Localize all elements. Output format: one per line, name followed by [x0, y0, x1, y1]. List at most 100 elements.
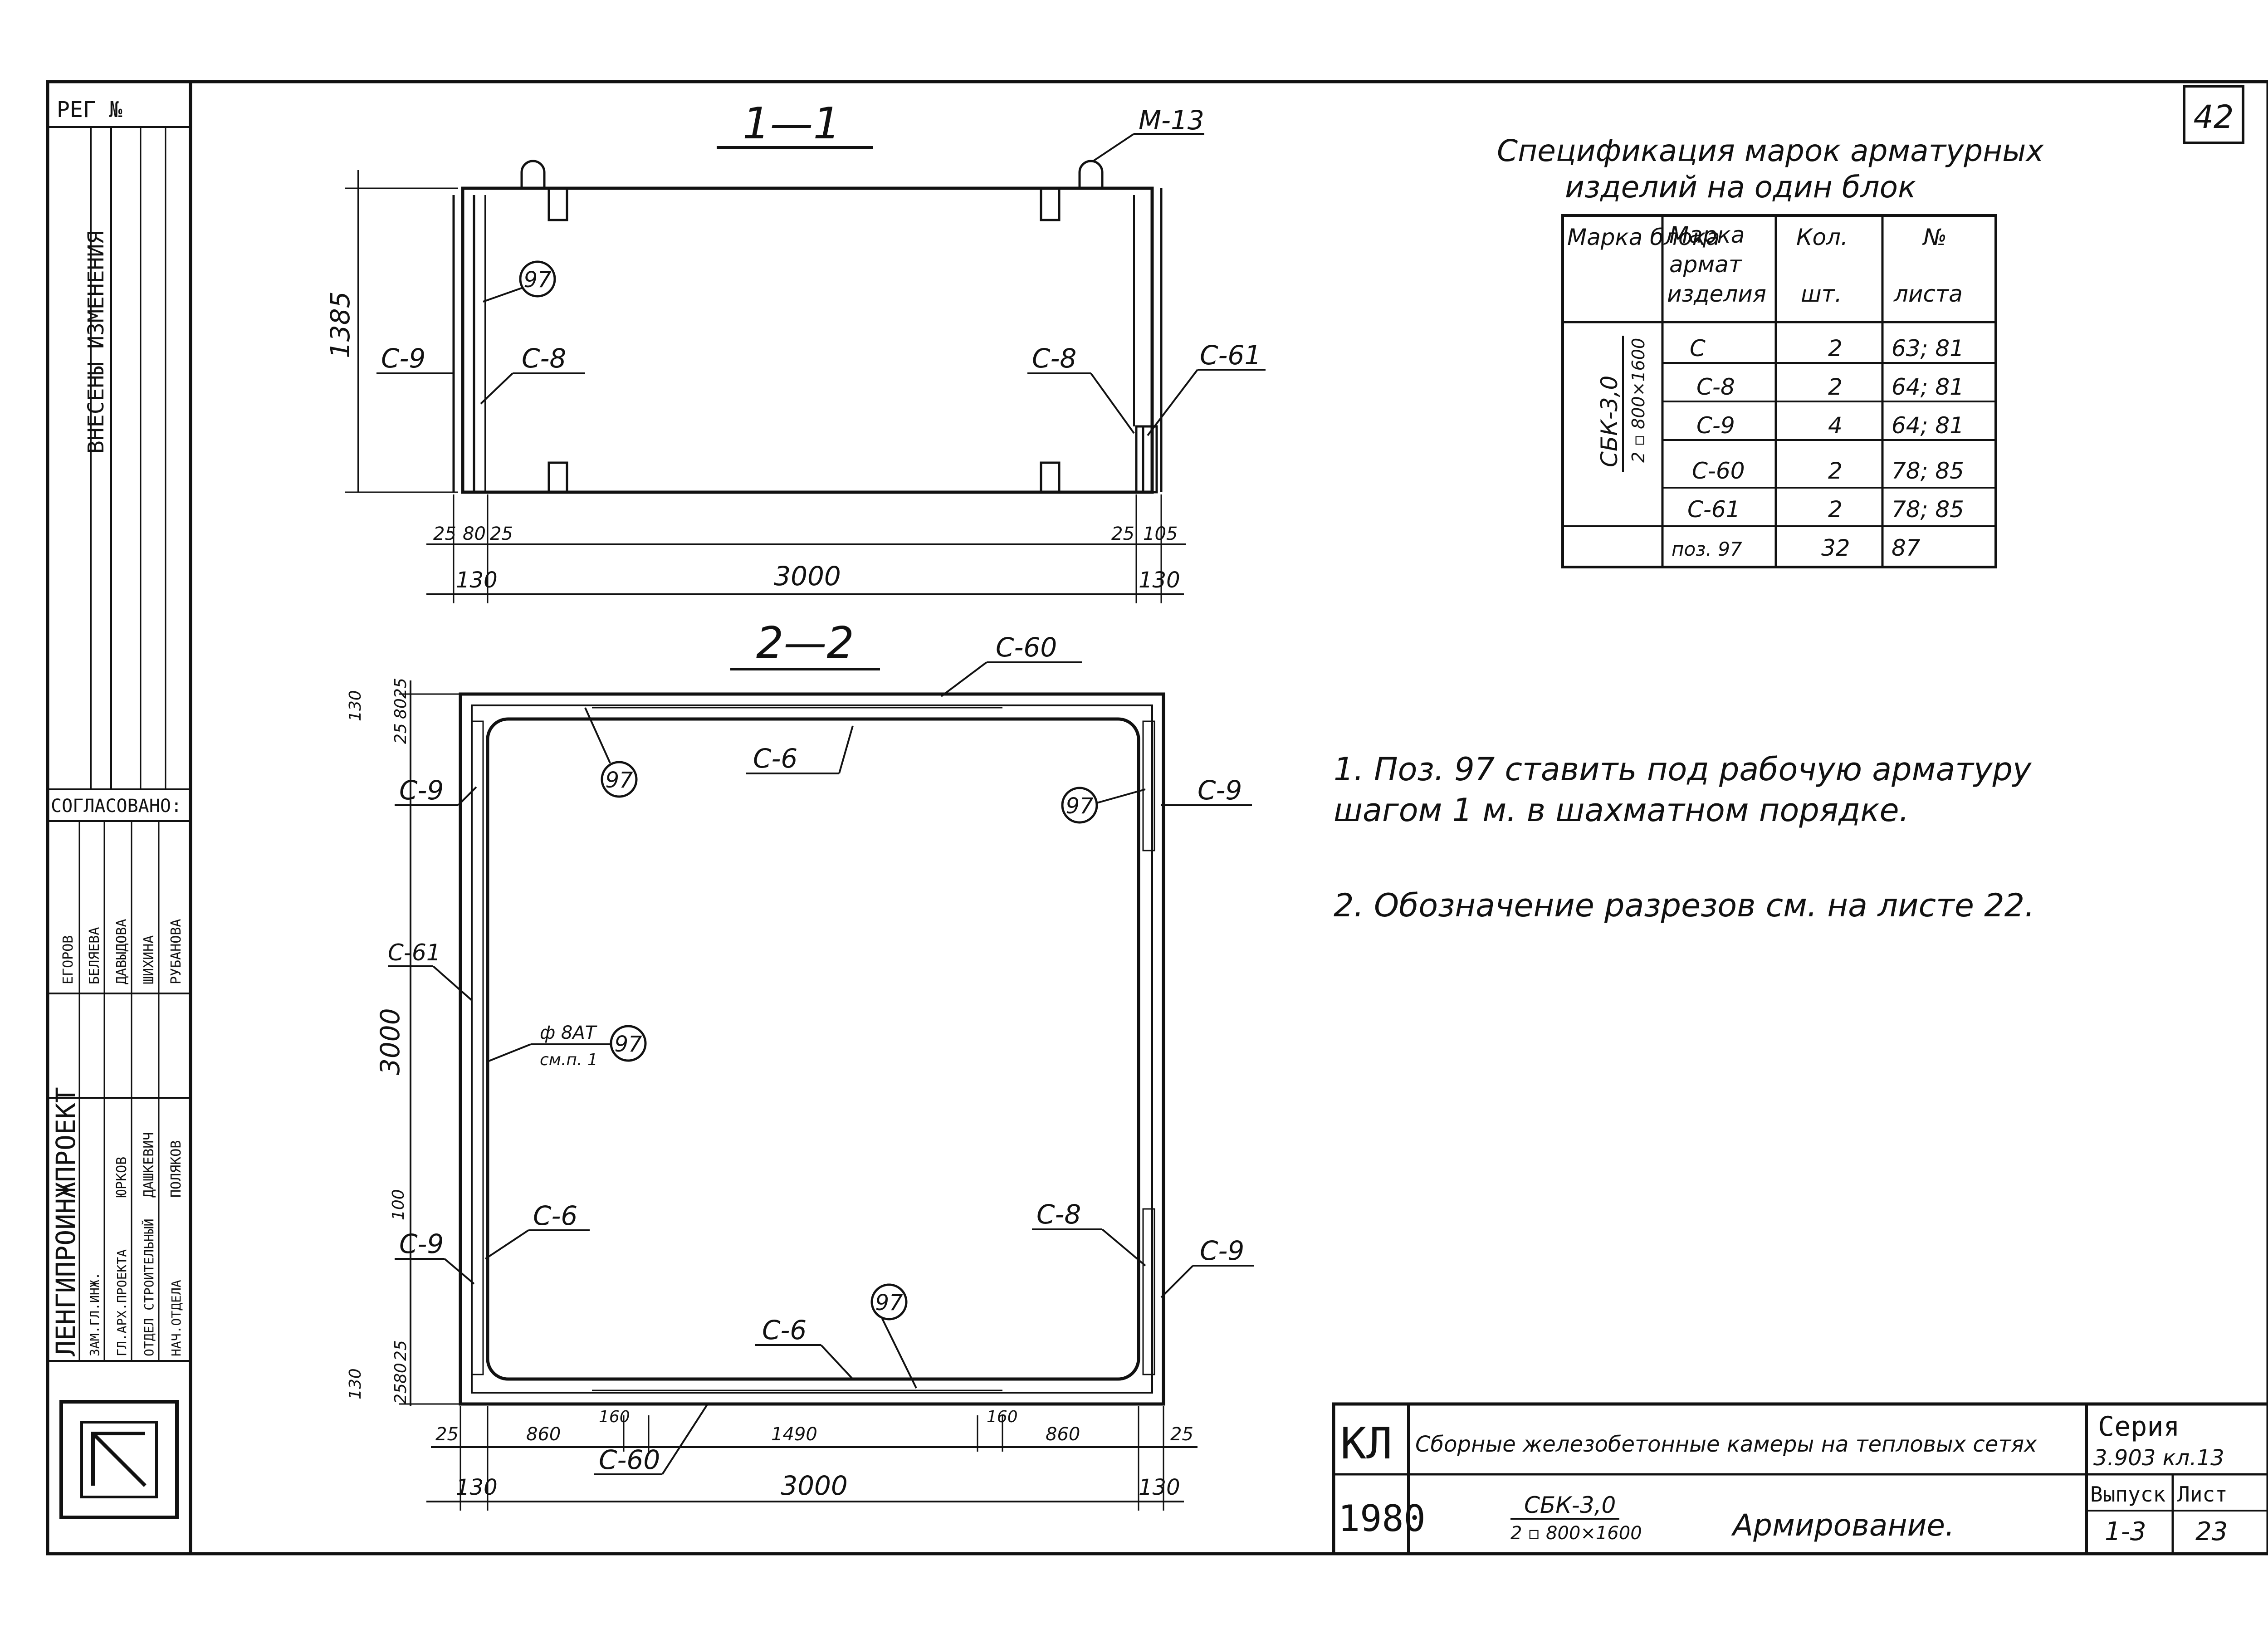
- label-c8-right: С-8: [1036, 1199, 1081, 1230]
- hdr-qty-2: шт.: [1801, 281, 1842, 307]
- row-4-mark: С-60: [1692, 458, 1745, 484]
- org-logo: [59, 1400, 179, 1519]
- hdr-item-mark-3: изделия: [1667, 281, 1766, 307]
- dim-right-a: 25: [1111, 523, 1134, 544]
- label-c9-left-top: С-9: [399, 775, 444, 806]
- approval-4: ШИХИНА: [141, 935, 157, 984]
- role-4: НАЧ.ОТДЕЛА: [169, 1280, 184, 1356]
- label-m13: М-13: [1139, 105, 1204, 136]
- row-4-qty: 2: [1828, 458, 1843, 484]
- label-c6-bottom: С-6: [762, 1315, 807, 1345]
- agreed-label: СОГЛАСОВАНО:: [51, 796, 182, 817]
- dim-b-130-right: 130: [1139, 1475, 1180, 1500]
- dim-b-left-25: 25: [435, 1424, 459, 1445]
- dim-width: 3000: [774, 561, 841, 592]
- label-pos97-mid: 97: [614, 1032, 642, 1057]
- label-rebar-note-b: см.п. 1: [540, 1051, 598, 1069]
- left-strip: РЕГ № ВНЕСЕНЫ ИЗМЕНЕНИЯ СОГЛАСОВАНО: ЛЕН…: [48, 97, 191, 1519]
- dim-height-2: 3000: [375, 1008, 406, 1075]
- label-c60-bottom: С-60: [599, 1444, 660, 1475]
- approval-5: РУБАНОВА: [168, 919, 184, 985]
- label-c9-right-bottom: С-9: [1200, 1235, 1244, 1266]
- dim-b-right-25: 25: [1170, 1424, 1193, 1445]
- tb-issue-value: 1-3: [2105, 1517, 2146, 1546]
- section-1-1: 1—1 М-13 97 С-9 С-8 С-8 С-61: [325, 99, 1266, 603]
- tb-series-value: 3.903 кл.13: [2093, 1445, 2224, 1471]
- label-rebar-note-a: ф 8АТ: [540, 1022, 598, 1043]
- dim-height: 1385: [325, 291, 356, 358]
- specification: Спецификация марок арматурных изделий на…: [1497, 133, 2044, 568]
- row-5-mark: С-61: [1687, 496, 1740, 523]
- approval-2: БЕЛЯЕВА: [87, 927, 103, 984]
- dim-bot-b: 25: [391, 1383, 410, 1404]
- row-3-sheets: 64; 81: [1892, 412, 1964, 439]
- tb-kl: КЛ: [1340, 1419, 1392, 1469]
- dim-left-b: 80: [463, 523, 486, 544]
- dim-bot-d: 25: [391, 1340, 410, 1361]
- row-6-qty: 32: [1821, 535, 1850, 561]
- title-block: КЛ 1980 Сборные железобетонные камеры на…: [1332, 1402, 2268, 1556]
- section-2-2: 2—2 С-60 С-6 97 С-9 97 С-9 С-61 ф: [346, 618, 1254, 1511]
- row-5-qty: 2: [1828, 496, 1843, 523]
- row-5-sheets: 78; 85: [1892, 496, 1964, 523]
- dim-left-total: 130: [456, 567, 498, 593]
- approval-3: ДАВЫДОВА: [114, 919, 130, 985]
- dim-bot-c: 80: [391, 1363, 410, 1384]
- label-pos97: 97: [523, 267, 552, 293]
- tb-project: Сборные железобетонные камеры на тепловы…: [1415, 1432, 2037, 1457]
- dim-step: 100: [389, 1189, 408, 1220]
- hdr-sheet-2: листа: [1893, 281, 1963, 307]
- outer-frame: [46, 80, 2268, 1556]
- role-2: ГЛ.АРХ.ПРОЕКТА: [114, 1249, 129, 1356]
- row-3-mark: С-9: [1696, 412, 1735, 439]
- dim-b-160-left: 160: [599, 1408, 630, 1426]
- label-c9-right-top: С-9: [1198, 775, 1242, 806]
- row-2-sheets: 64; 81: [1892, 374, 1964, 400]
- row-1-mark: С: [1690, 335, 1706, 362]
- row-1-sheets: 63; 81: [1892, 335, 1964, 362]
- hdr-item-mark-1: Марка: [1669, 222, 1745, 248]
- note-1-line-2: шагом 1 м. в шахматном порядке.: [1334, 792, 1909, 829]
- dim-right-b: 105: [1143, 523, 1178, 544]
- dim-top-d: 25: [391, 678, 410, 699]
- label-c61: С-61: [1200, 340, 1261, 371]
- label-c60-top: С-60: [996, 632, 1057, 663]
- reg-no: РЕГ №: [57, 97, 122, 122]
- row-2-qty: 2: [1828, 374, 1843, 400]
- label-c6-left: С-6: [533, 1200, 577, 1231]
- section-1-1-title: 1—1: [743, 99, 841, 149]
- hdr-item-mark-2: армат: [1669, 251, 1743, 278]
- sheet-number: 42: [2193, 98, 2234, 136]
- row-4-sheets: 78; 85: [1892, 458, 1964, 484]
- dim-bot-a: 130: [346, 1368, 365, 1399]
- tb-issue-label: Выпуск: [2090, 1482, 2165, 1507]
- sheet-number-box: [2183, 85, 2244, 144]
- dim-top-c: 80: [391, 698, 410, 719]
- hdr-sheet-1: №: [1922, 224, 1947, 250]
- dim-width-2: 3000: [781, 1470, 848, 1501]
- label-pos97-top: 97: [605, 768, 633, 793]
- label-c6-top: С-6: [753, 743, 797, 774]
- block-size: 2 ▫ 800×1600: [1628, 338, 1648, 463]
- dim-b-860-right: 860: [1046, 1424, 1080, 1445]
- hdr-block-mark: Марка блока: [1567, 224, 1720, 250]
- dim-b-860-left: 860: [526, 1424, 561, 1445]
- dim-top-a: 130: [346, 690, 365, 721]
- approval-6: ЮРКОВ: [114, 1157, 130, 1198]
- hdr-qty-1: Кол.: [1796, 224, 1848, 250]
- row-1-qty: 2: [1828, 335, 1843, 362]
- dim-left-c: 25: [490, 523, 513, 544]
- label-c9-left-bottom: С-9: [399, 1228, 444, 1259]
- row-6-mark: поз. 97: [1672, 538, 1742, 560]
- approval-7: ДАШКЕВИЧ: [141, 1132, 157, 1198]
- dim-right-total: 130: [1139, 567, 1180, 593]
- dim-b-160-right: 160: [987, 1408, 1018, 1426]
- tb-year: 1980: [1338, 1497, 1426, 1540]
- section-2-2-title: 2—2: [756, 618, 854, 668]
- approval-9: ПОЛЯКОВ: [168, 1140, 184, 1198]
- changes-label: ВНЕСЕНЫ ИЗМЕНЕНИЯ: [83, 231, 109, 454]
- label-c9: С-9: [381, 343, 425, 374]
- role-1: ЗАМ.ГЛ.ИНЖ.: [87, 1272, 102, 1356]
- tb-sheet-label: Лист: [2177, 1482, 2228, 1507]
